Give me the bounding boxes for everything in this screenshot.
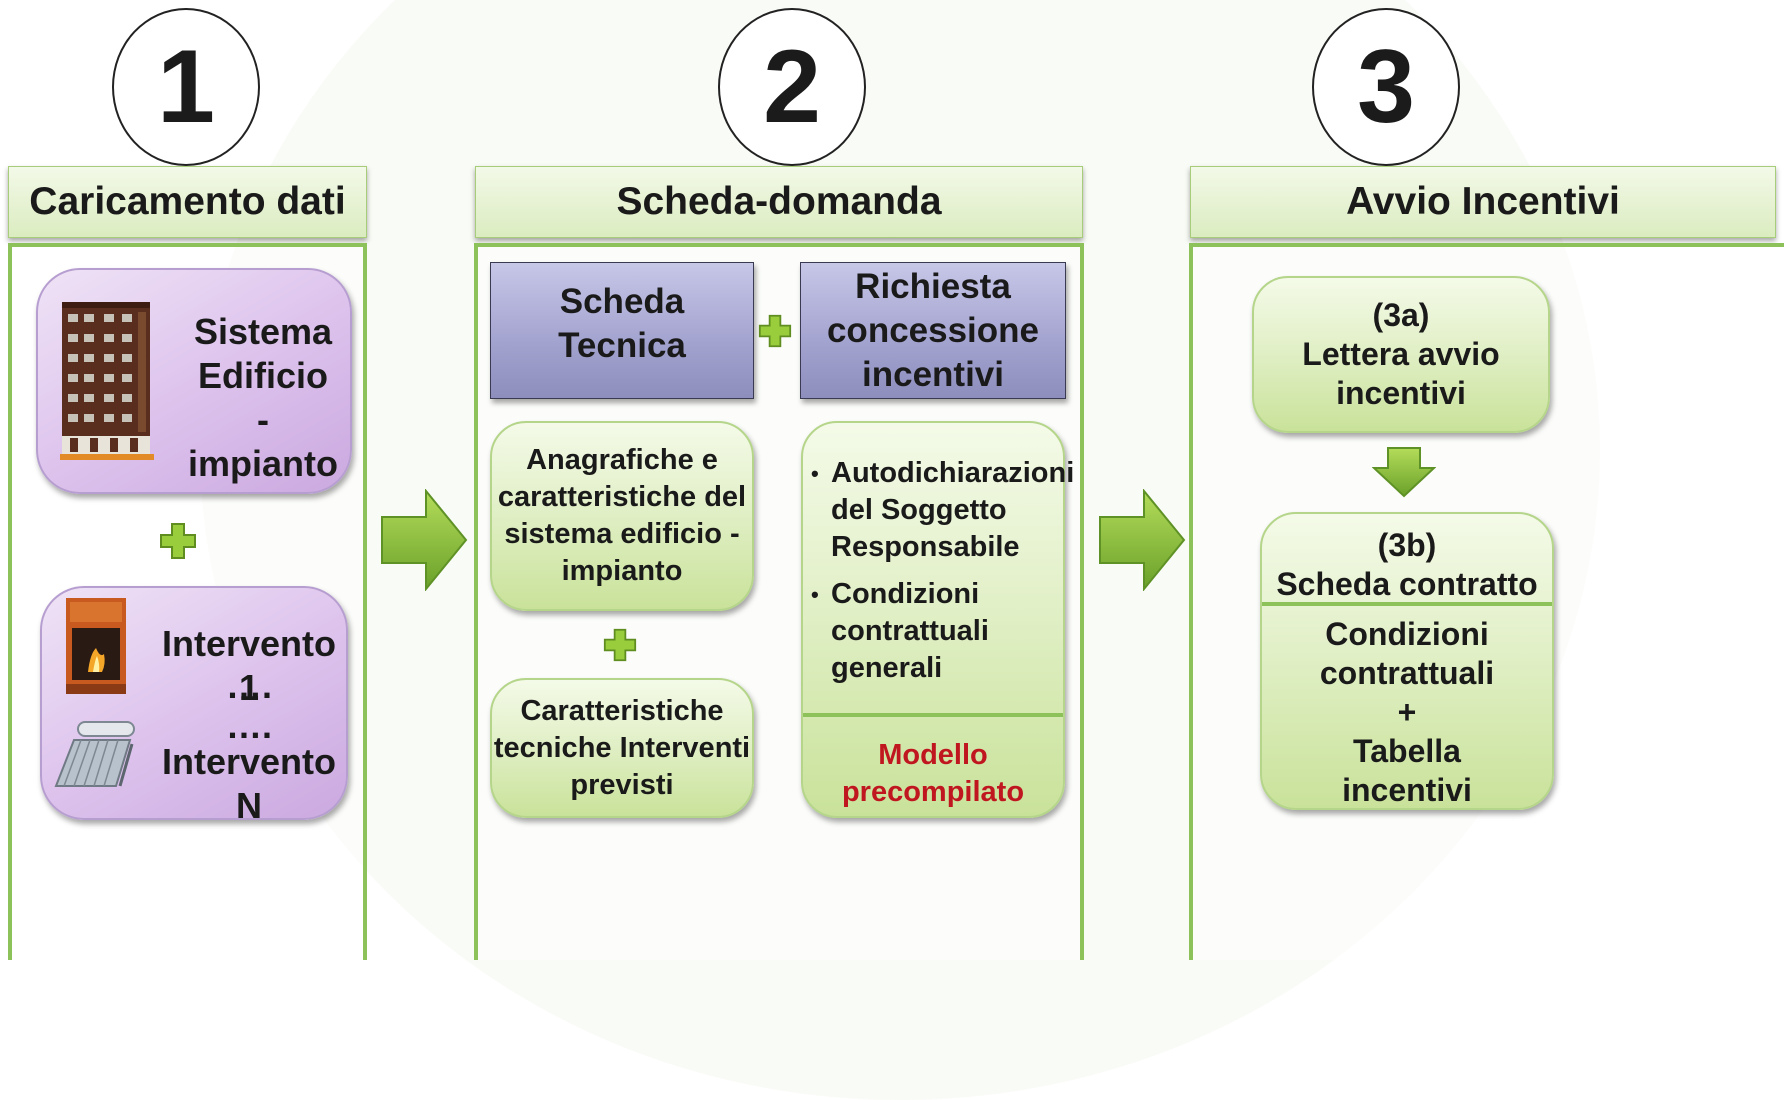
down-arrow-icon	[1372, 446, 1436, 498]
scheda-tecnica-line-1: Scheda	[559, 281, 685, 321]
scheda-contratto-line-2: Scheda contratto	[1276, 566, 1538, 602]
caratteristiche-line-1: Caratteristiche	[520, 694, 724, 727]
caratteristiche-line-2: tecniche Interventi	[493, 731, 751, 764]
building-system-box: Sistema Edificio - impianto	[36, 268, 352, 494]
bullet-2-line-2: contrattuali	[831, 615, 989, 647]
intervention-1-label: Intervento 1	[161, 623, 337, 708]
lettera-line-3: incentivi	[1336, 375, 1466, 411]
autodichiarazioni-box: • Autodichiarazioni del Soggetto Respons…	[801, 421, 1074, 818]
caratteristiche-line-3: previsti	[570, 768, 674, 801]
building-system-line-3: impianto	[188, 443, 338, 484]
building-system-line-2: Edificio -	[197, 355, 328, 440]
bullet-dot: •	[811, 582, 819, 607]
building-system-text: Sistema Edificio - impianto	[188, 310, 338, 486]
solar-panel-icon	[50, 716, 136, 799]
box-divider	[803, 713, 1063, 717]
intervention-dots-1: ….	[225, 665, 272, 706]
anagrafiche-line-4: impianto	[561, 555, 683, 587]
box-divider	[1262, 602, 1552, 606]
richiesta-line-1: Richiesta	[855, 266, 1011, 306]
anagrafiche-line-2: caratteristiche del	[497, 481, 747, 513]
step-3-number: 3	[1312, 8, 1460, 166]
building-icon	[60, 302, 154, 467]
contratto-body-line-3: Tabella	[1353, 733, 1461, 769]
pellet-stove-icon	[66, 598, 126, 699]
modello-precompilato: Modello precompilato	[803, 737, 1063, 811]
bullet-dot: •	[811, 461, 819, 486]
anagrafiche-line-3: sistema edificio -	[504, 518, 740, 550]
intervention-n-label: Intervento N	[161, 741, 337, 826]
contratto-body-line-4: incentivi	[1342, 772, 1472, 808]
scheda-tecnica-line-2: Tecnica	[558, 325, 686, 365]
bullet-1-line-3: Responsabile	[831, 531, 1020, 563]
interventions-box: Intervento 1 …. …. Intervento N	[40, 586, 348, 826]
bullet-2-line-3: generali	[831, 652, 943, 684]
scheda-contratto-body: Condizioni contrattuali + Tabella incent…	[1262, 615, 1552, 810]
step-2-number: 2	[718, 8, 866, 166]
building-system-line-1: Sistema	[193, 311, 333, 352]
step-3-header: Avvio Incentivi	[1190, 166, 1776, 238]
bullet-list: • Autodichiarazioni del Soggetto Respons…	[811, 455, 1074, 687]
lettera-line-2: Lettera avvio	[1302, 336, 1500, 372]
bullet-2-line-1: Condizioni	[831, 578, 980, 610]
plus-icon	[603, 628, 637, 662]
caratteristiche-interventi-box: Caratteristiche tecniche Interventi prev…	[490, 678, 754, 818]
scheda-contratto-box: (3b) Scheda contratto Condizioni contrat…	[1260, 512, 1554, 810]
anagrafiche-box: Anagrafiche e caratteristiche del sistem…	[490, 421, 754, 611]
right-arrow-icon	[380, 489, 468, 591]
anagrafiche-line-1: Anagrafiche e	[526, 444, 718, 476]
plus-icon	[159, 522, 197, 560]
intervention-dots-2: ….	[225, 705, 272, 746]
contratto-body-line-1: Condizioni	[1325, 616, 1489, 652]
bullet-1-line-1: Autodichiarazioni	[831, 457, 1075, 489]
step-1-number: 1	[112, 8, 260, 166]
scheda-contratto-header: (3b) Scheda contratto	[1262, 526, 1552, 604]
scheda-contratto-line-1: (3b)	[1377, 527, 1437, 563]
richiesta-line-2: concessione	[826, 310, 1040, 350]
bullet-item: • Autodichiarazioni del Soggetto Respons…	[811, 455, 1074, 566]
lettera-avvio-box: (3a) Lettera avvio incentivi	[1252, 276, 1550, 433]
contratto-body-line-2: contrattuali	[1319, 655, 1495, 691]
modello-line-2: precompilato	[841, 776, 1025, 808]
step-2-header: Scheda-domanda	[475, 166, 1083, 238]
right-arrow-icon	[1098, 489, 1186, 591]
modello-line-1: Modello	[878, 739, 988, 771]
richiesta-concessione-header: Richiesta concessione incentivi	[800, 262, 1066, 399]
lettera-line-1: (3a)	[1372, 297, 1430, 333]
richiesta-line-3: incentivi	[862, 354, 1004, 394]
scheda-tecnica-header: Scheda Tecnica	[490, 262, 754, 399]
plus-icon	[758, 314, 792, 348]
contratto-body-plus: +	[1397, 694, 1417, 730]
bullet-1-line-2: del Soggetto	[831, 494, 1007, 526]
step-1-header: Caricamento dati	[8, 166, 367, 238]
bullet-item: • Condizioni contrattuali generali	[811, 576, 1065, 687]
